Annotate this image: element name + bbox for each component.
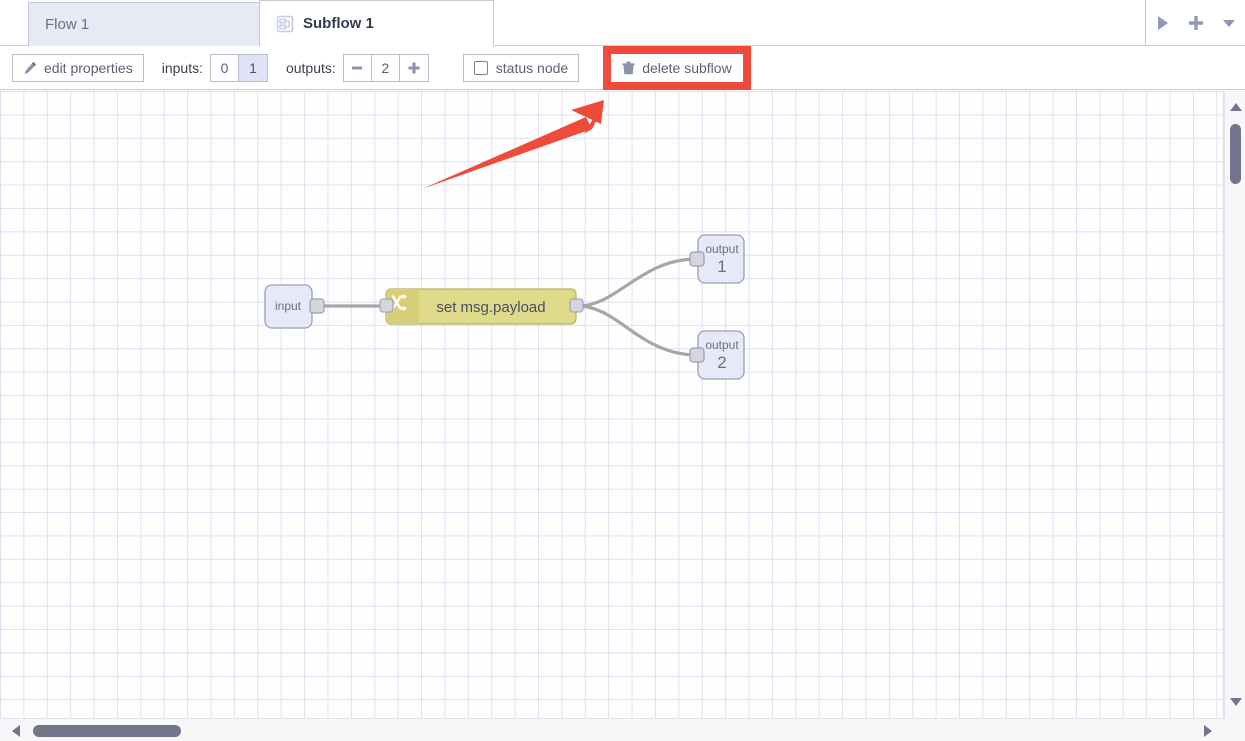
outputs-stepper[interactable]: 2 (342, 53, 429, 82)
status-node-toggle[interactable]: status node (462, 53, 580, 82)
subflow-output-port-2[interactable]: output 2 (689, 330, 745, 380)
subflow-output-port-1-number: 1 (717, 257, 726, 276)
inputs-option-1[interactable]: 1 (238, 54, 267, 81)
scroll-up-arrow-icon[interactable] (1230, 103, 1242, 111)
delete-subflow-button[interactable]: delete subflow (611, 53, 743, 82)
tab-flow-1-label: Flow 1 (45, 16, 90, 33)
tab-bar: Flow 1 Subflow 1 (0, 0, 1245, 46)
change-node[interactable]: set msg.payload (379, 288, 584, 325)
link-change-to-output-1[interactable] (577, 257, 698, 308)
pencil-icon (23, 61, 37, 75)
scrollbar-corner (1224, 718, 1245, 741)
tabs-strip: Flow 1 Subflow 1 (0, 0, 1145, 46)
outputs-increment-button[interactable] (399, 54, 428, 81)
subflow-icon (276, 15, 294, 33)
play-triangle-icon[interactable] (1150, 10, 1176, 36)
outputs-value: 2 (371, 54, 400, 81)
tab-bar-controls (1145, 0, 1245, 45)
scroll-left-arrow-icon[interactable] (12, 725, 20, 737)
scroll-down-arrow-icon[interactable] (1230, 698, 1242, 706)
inputs-option-0[interactable]: 0 (210, 54, 239, 81)
subflow-output-port-2-number: 2 (717, 353, 726, 372)
horizontal-scroll-thumb[interactable] (33, 725, 181, 737)
vertical-scroll-thumb[interactable] (1230, 124, 1241, 184)
flow-canvas[interactable]: input set msg.payload output (0, 91, 1224, 718)
tab-subflow-1[interactable]: Subflow 1 (259, 0, 494, 46)
chevron-down-icon[interactable] (1216, 10, 1242, 36)
delete-subflow-highlight: delete subflow (603, 45, 751, 90)
status-node-checkbox[interactable] (473, 60, 488, 75)
outputs-label: outputs: (285, 59, 336, 76)
red-arrow-annotation (422, 100, 604, 189)
edit-properties-label: edit properties (44, 59, 133, 76)
edit-properties-button[interactable]: edit properties (12, 53, 144, 82)
inputs-selector[interactable]: 0 1 (209, 53, 268, 82)
scroll-right-arrow-icon[interactable] (1204, 725, 1212, 737)
link-change-to-output-2[interactable] (577, 304, 698, 357)
subflow-output-port-2-label: output (705, 338, 739, 352)
subflow-output-port-1[interactable]: output 1 (689, 234, 745, 284)
change-node-output-connector[interactable] (569, 298, 584, 313)
subflow-input-port-label: input (275, 299, 302, 313)
plus-icon[interactable] (1183, 10, 1209, 36)
canvas-svg: input set msg.payload output (264, 100, 745, 380)
subflow-output-port-1-connector[interactable] (689, 251, 705, 267)
tab-subflow-1-label: Subflow 1 (303, 15, 374, 32)
subflow-output-port-2-connector[interactable] (689, 347, 705, 363)
inputs-label: inputs: (161, 59, 203, 76)
subflow-toolbar: edit properties inputs: 0 1 outputs: 2 s… (0, 45, 1245, 90)
shuffle-icon (391, 294, 407, 311)
change-node-input-connector[interactable] (379, 298, 394, 313)
horizontal-scrollbar[interactable] (0, 718, 1224, 741)
change-node-label: set msg.payload (436, 299, 545, 316)
delete-subflow-label: delete subflow (642, 59, 732, 76)
tab-flow-1[interactable]: Flow 1 (28, 2, 260, 46)
subflow-input-port[interactable]: input (264, 284, 325, 329)
subflow-output-port-1-label: output (705, 242, 739, 256)
outputs-decrement-button[interactable] (343, 54, 372, 81)
subflow-input-port-connector[interactable] (309, 298, 325, 314)
trash-icon (622, 61, 635, 75)
vertical-scrollbar[interactable] (1224, 91, 1245, 718)
status-node-label: status node (495, 59, 569, 76)
